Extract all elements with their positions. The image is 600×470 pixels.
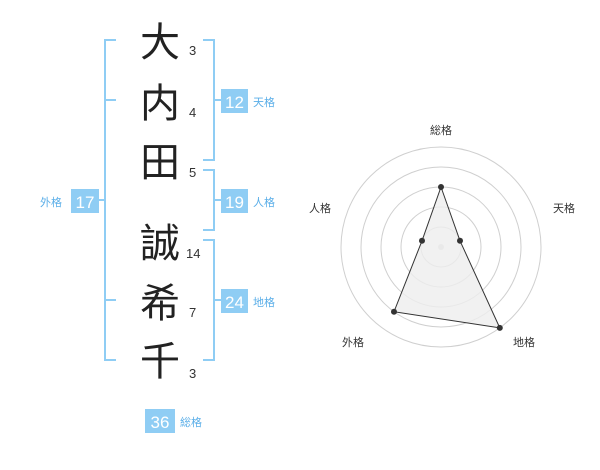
radar-point-3 <box>496 324 503 331</box>
jinkaku-label: 人格 <box>253 195 275 209</box>
radar-axis-label-tenkaku: 天格 <box>553 201 575 215</box>
radar-chart: 総格 天格 地格 外格 人格 <box>309 123 575 349</box>
stroke-count-5: 7 <box>189 305 196 320</box>
jinkaku-bracket <box>203 169 221 231</box>
radar-axis-label-chikaku: 地格 <box>513 335 535 349</box>
stroke-count-2: 4 <box>189 105 196 120</box>
radar-ring-5 <box>340 146 542 348</box>
stroke-count-6: 3 <box>189 366 196 381</box>
tenkaku-label: 天格 <box>253 95 275 109</box>
radar-axis-label-jinkaku: 人格 <box>309 201 331 215</box>
name-char-2: 内 <box>140 81 180 127</box>
radar-point-5 <box>419 237 425 244</box>
stroke-count-1: 3 <box>189 43 196 58</box>
soukaku-box <box>145 409 175 433</box>
name-char-6: 千 <box>140 339 180 385</box>
radar-ring-4 <box>360 166 522 328</box>
chikaku-value: 24 <box>225 293 244 312</box>
radar-series-polygon <box>393 185 501 329</box>
jinkaku-value: 19 <box>225 193 244 212</box>
radar-point-1 <box>438 184 444 190</box>
name-char-4: 誠 <box>140 221 180 267</box>
chikaku-label: 地格 <box>253 295 275 309</box>
tenkaku-box <box>221 89 248 113</box>
gaikaku-value: 17 <box>76 193 95 212</box>
gaikaku-box <box>71 189 99 213</box>
tenkaku-value: 12 <box>225 93 244 112</box>
name-char-5: 希 <box>140 281 180 327</box>
soukaku-value: 36 <box>151 413 170 432</box>
gaikaku-label: 外格 <box>40 195 62 209</box>
name-char-1: 大 <box>140 20 180 66</box>
stroke-count-3: 5 <box>189 165 196 180</box>
radar-point-4 <box>391 308 397 315</box>
radar-axis-label-soukaku: 総格 <box>430 123 452 137</box>
stroke-count-4: 14 <box>186 246 200 261</box>
jinkaku-box <box>221 189 248 213</box>
chikaku-box <box>221 289 248 313</box>
name-char-3: 田 <box>140 140 180 186</box>
chikaku-bracket <box>203 239 221 361</box>
radar-point-2 <box>457 237 463 244</box>
tenkaku-bracket <box>203 39 221 161</box>
radar-axis-label-gaikaku: 外格 <box>342 335 364 349</box>
soukaku-label: 総格 <box>180 415 202 429</box>
